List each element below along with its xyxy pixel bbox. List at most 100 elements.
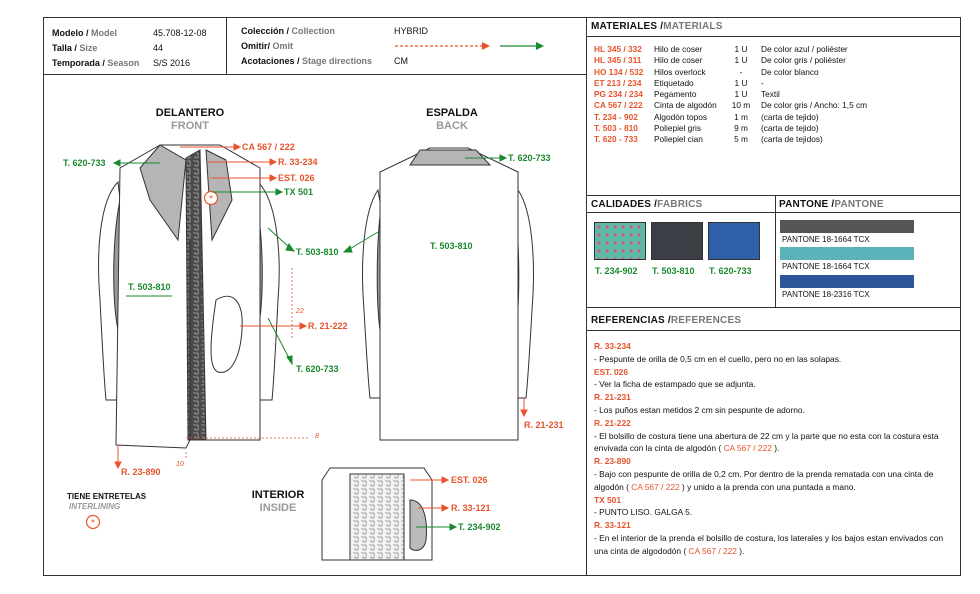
fabric-swatch-cyan — [708, 222, 760, 260]
callout-front-t620: T. 620-733 — [63, 158, 106, 168]
ref-text: - En el interior de la prenda el bolsill… — [594, 532, 954, 558]
pantone-divider — [775, 195, 776, 307]
material-code: HL 345 / 311 — [594, 55, 642, 66]
callout-arrows-green — [112, 154, 508, 531]
front-garment — [98, 144, 280, 449]
front-title-en: FRONT — [171, 120, 209, 132]
fabric-swatch-grey — [651, 222, 703, 260]
back-view-title: ESPALDA BACK — [412, 107, 492, 133]
fabrics-title-line — [586, 212, 961, 213]
material-qty: 1 m — [734, 111, 748, 122]
ref-code: R. 23-890 — [594, 456, 631, 467]
temporada-row: Temporada / Season — [52, 55, 139, 71]
material-qty: 1 U — [734, 77, 748, 88]
ref-code: EST. 026 — [594, 366, 628, 377]
ref-cross-ref: CA 567 / 222 — [723, 443, 772, 454]
modelo-label-en: Model — [91, 28, 118, 38]
callout-front-t620-b: T. 620-733 — [296, 364, 339, 374]
pantone-bar — [780, 247, 914, 260]
callout-inside-r33121: R. 33-121 — [451, 503, 491, 513]
callout-front-r33234: R. 33-234 — [278, 157, 318, 167]
svg-text:*: * — [91, 518, 95, 529]
callout-back-t503: T. 503-810 — [430, 241, 473, 251]
callout-front-est026: EST. 026 — [278, 173, 315, 183]
material-qty: 5 m — [734, 134, 748, 145]
pantone-title-es: PANTONE / — [779, 199, 835, 210]
inside-title-en: INSIDE — [259, 502, 297, 514]
ref-code: R. 21-231 — [594, 392, 631, 403]
inside-lining-print — [349, 473, 405, 561]
interlining-marker: * * — [85, 190, 219, 530]
references-title-line — [586, 330, 961, 331]
material-code: CA 567 / 222 — [594, 100, 643, 111]
material-note: Textil — [761, 89, 780, 100]
inside-view-title: INTERIOR INSIDE — [240, 489, 316, 515]
fabric-label: T. 234-902 — [595, 266, 638, 276]
front-right-lapel — [205, 149, 233, 242]
omitir-label: Omitir/ — [241, 41, 271, 51]
modelo-value: 45.708-12-08 — [153, 28, 207, 38]
front-pocket — [210, 295, 243, 373]
acotaciones-value: CM — [394, 56, 408, 66]
material-note: (carta de tejido) — [761, 111, 819, 122]
material-desc: Cinta de algodón — [654, 100, 717, 111]
ref-text: - Los puños estan metidos 2 cm sin pespu… — [594, 404, 805, 415]
callout-arrows-orange — [114, 143, 528, 512]
callout-back-t620: T. 620-733 — [508, 153, 551, 163]
front-title-es: DELANTERO — [155, 107, 225, 119]
pantone-bar — [780, 275, 914, 288]
back-garment — [362, 147, 534, 441]
fabrics-title: CALIDADES /FABRICS — [591, 199, 702, 210]
ref-text: - Ver la ficha de estampado que se adjun… — [594, 379, 756, 390]
material-qty: 10 m — [731, 100, 751, 111]
fabrics-title-es: CALIDADES / — [591, 199, 658, 210]
fabric-label: T. 620-733 — [709, 266, 752, 276]
fabric-swatch-dots — [594, 222, 646, 260]
pantone-title-en: PANTONE — [834, 199, 884, 210]
dim-label-8: 8 — [315, 433, 319, 440]
talla-value: 44 — [153, 43, 164, 53]
talla-label-en: Size — [79, 43, 98, 53]
omitir-row: Omitir/ Omit — [241, 38, 293, 54]
material-qty: - — [739, 66, 743, 77]
coleccion-value: HYBRID — [394, 26, 429, 36]
references-title-es: REFERENCIAS / — [591, 315, 671, 326]
interlining-label-en: INTERLINING — [69, 502, 121, 511]
modelo-label: Modelo / — [52, 28, 89, 38]
material-desc: Etiquetado — [654, 77, 694, 88]
callout-front-ca567: CA 567 / 222 — [242, 142, 295, 152]
material-code: HO 134 / 532 — [594, 66, 644, 77]
ref-text-a: - Bajo con pespunte de orilla de 0,2 cm.… — [594, 468, 934, 492]
back-title-en: BACK — [436, 120, 468, 132]
ref-code: R. 33-121 — [594, 520, 631, 531]
right-panel-divider — [586, 17, 587, 576]
pantone-title: PANTONE /PANTONE — [779, 199, 884, 210]
callout-back-r21231: R. 21-231 — [524, 420, 564, 430]
pantone-label: PANTONE 18-1664 TCX — [782, 235, 870, 244]
sheet-frame — [43, 17, 961, 576]
ref-text: - El bolsillo de costura tiene una abert… — [594, 430, 954, 456]
inside-pocket — [409, 499, 427, 551]
material-note: De color blanco — [761, 66, 819, 77]
talla-row: Talla / Size — [52, 40, 97, 56]
callout-front-r23890: R. 23-890 — [121, 467, 161, 477]
ref-text-b: ). — [774, 443, 780, 454]
callout-front-r21222: R. 21-222 — [308, 321, 348, 331]
material-desc: Pegamento — [654, 89, 697, 100]
front-view-title: DELANTERO FRONT — [150, 107, 230, 133]
material-row: HO 134 / 532 Hilos overlock - De color blan… — [594, 67, 958, 78]
temporada-value: S/S 2016 — [153, 58, 191, 68]
coleccion-label: Colección / — [241, 26, 290, 36]
inside-garment — [321, 467, 433, 561]
dimension-lines — [185, 268, 310, 460]
material-desc: Hilos overlock — [654, 66, 706, 77]
talla-label: Talla / — [52, 43, 77, 53]
ref-code: TX 501 — [594, 494, 622, 505]
acotaciones-label: Acotaciones / — [241, 56, 300, 66]
svg-text:*: * — [209, 194, 213, 205]
material-qty: 1 U — [734, 55, 748, 66]
